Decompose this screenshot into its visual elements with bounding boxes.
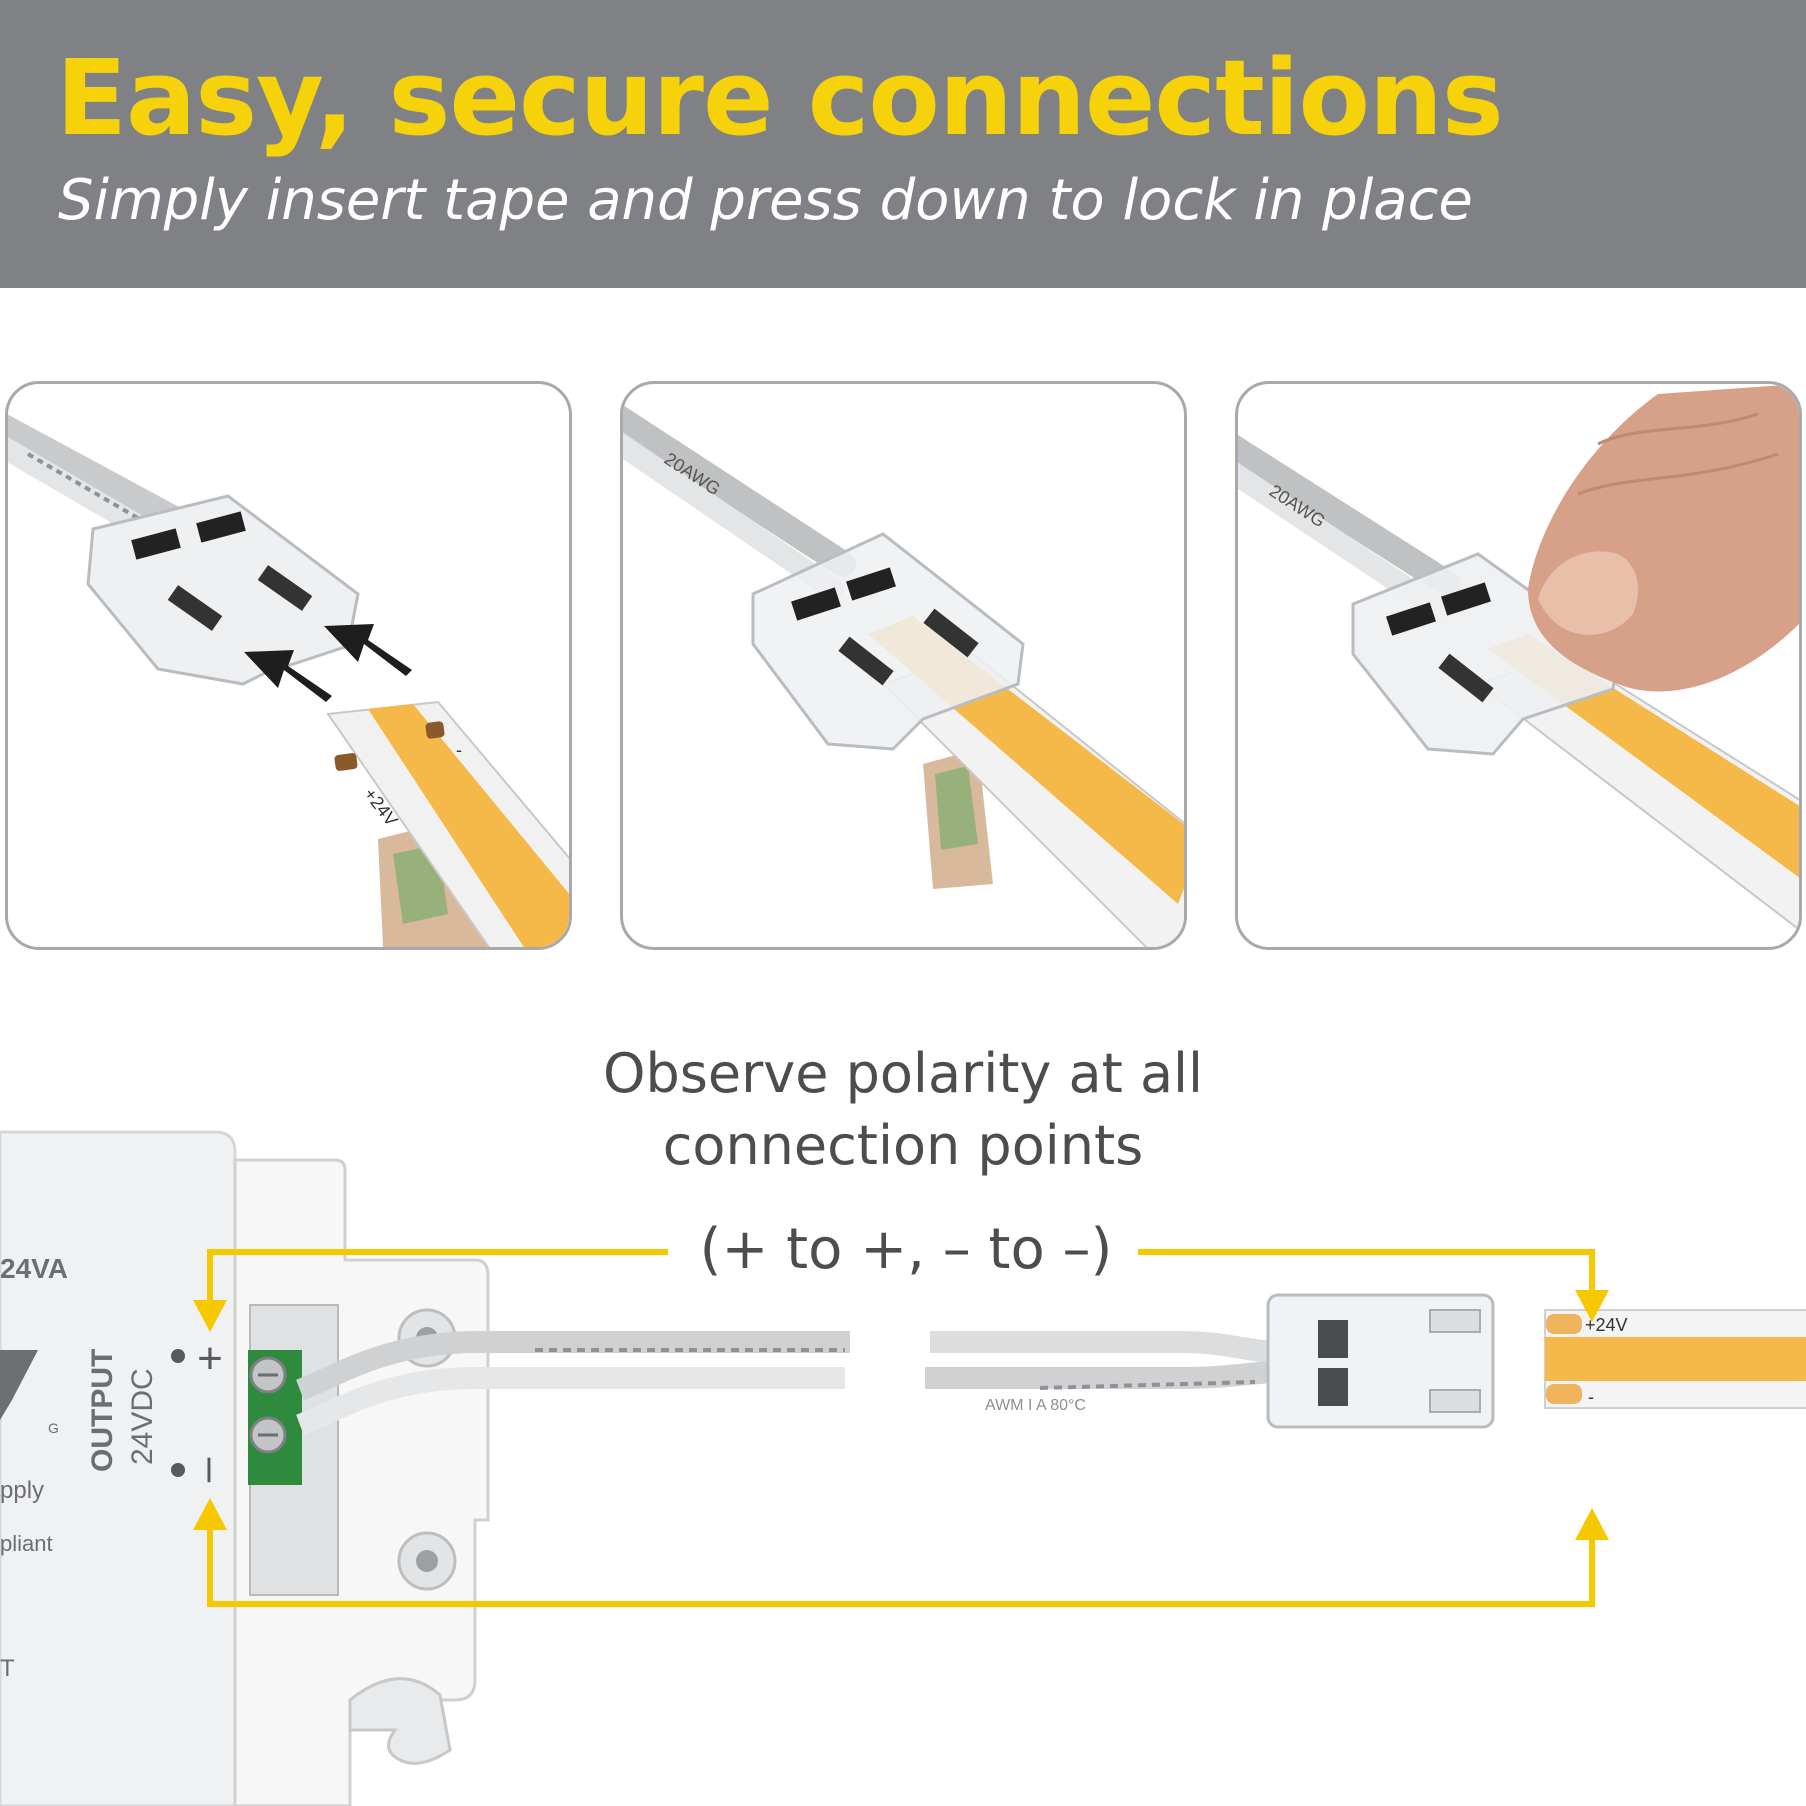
polarity-note-line-1: Observe polarity at all <box>602 1042 1204 1105</box>
cable-mesh <box>26 452 210 561</box>
polarity-note: Observe polarity at all connection point… <box>560 1038 1246 1182</box>
polarity-arrow-minus <box>207 1520 1595 1607</box>
connector-contact-4 <box>257 565 313 611</box>
insert-arrow-left <box>244 650 332 702</box>
tape-minus-label: - <box>456 740 462 760</box>
finger-crease-2 <box>1577 452 1779 496</box>
led-tape-cob <box>1545 1337 1806 1381</box>
tape-pad-minus <box>425 721 445 739</box>
arrowhead-minus-right <box>1575 1508 1609 1540</box>
connector-contact-plus <box>1318 1320 1348 1358</box>
step-2-illustration: 20AWG <box>623 405 1184 947</box>
page-subtitle: Simply insert tape and press down to loc… <box>58 168 1473 233</box>
connector-contact-3 <box>838 636 894 686</box>
minus-dot <box>171 1463 185 1477</box>
step-1-illustration: +24V - <box>8 414 569 947</box>
driver-output-label: OUTPUT <box>86 1349 119 1472</box>
cable-right-upper <box>930 1331 1272 1363</box>
tape-pad-plus <box>334 753 358 771</box>
polarity-arrow-plus-right <box>1138 1249 1595 1298</box>
tape-pad-plus <box>1546 1314 1582 1334</box>
tape-pad-minus <box>1546 1384 1582 1404</box>
header-banner: Easy, secure connections Simply insert t… <box>0 0 1806 288</box>
terminal-minus-symbol: – <box>188 1458 237 1483</box>
connector-contact-2 <box>846 567 896 601</box>
connector-latch-top <box>1429 1309 1481 1333</box>
connector-latch-bottom <box>1429 1389 1481 1413</box>
cable-left-lower <box>296 1367 845 1436</box>
cable-right-mesh <box>1039 1380 1256 1390</box>
adhesive-logo <box>935 766 978 850</box>
plus-dot <box>171 1349 185 1363</box>
step-1-panel: +24V - <box>5 381 572 950</box>
page-title: Easy, secure connections <box>56 37 1504 159</box>
arrowhead-plus-left <box>193 1300 227 1332</box>
brand-logo-mark <box>0 1350 38 1420</box>
wiring-diagram: + – 24VA OUTPUT 24VDC pply pliant T G AW… <box>0 1130 1806 1806</box>
fingernail <box>1538 551 1638 635</box>
polarity-rule: (+ to +, – to –) <box>699 1217 1113 1282</box>
step-3-panel: 20AWG <box>1235 381 1802 950</box>
connector-contact-1 <box>131 528 181 560</box>
cable-lower <box>623 432 844 600</box>
screw-post-bottom-hole <box>416 1550 438 1572</box>
arrowhead-minus-left <box>193 1498 227 1530</box>
cable-left-upper <box>296 1331 850 1401</box>
cable-print: AWM I A 80°C <box>985 1397 1086 1414</box>
connector-contact-1 <box>791 587 841 621</box>
terminal-plus-symbol: + <box>197 1334 223 1383</box>
clear-connector <box>751 532 1025 751</box>
step-2-panel: 20AWG <box>620 381 1187 950</box>
step-3-illustration: 20AWG <box>1238 384 1799 931</box>
connector-contact-3 <box>167 585 223 631</box>
cable-upper <box>1238 434 1461 597</box>
cable-right-lower <box>925 1361 1271 1389</box>
connector-contact-2 <box>196 511 246 543</box>
tape-minus-label: - <box>1588 1387 1594 1407</box>
insert-arrow-right <box>324 624 412 676</box>
cable-upper <box>623 405 856 577</box>
driver-text-pply: pply <box>0 1477 44 1504</box>
driver-text-g: G <box>48 1420 59 1436</box>
connector-contact-2 <box>1441 582 1491 616</box>
tape-plus-label: +24V <box>1585 1315 1628 1335</box>
connector-contact-minus <box>1318 1368 1348 1406</box>
connector-contact-3 <box>1438 653 1494 703</box>
driver-rating: 24VA <box>0 1253 68 1284</box>
finger-crease-1 <box>1597 412 1759 446</box>
polarity-note-line-2: connection points <box>662 1114 1144 1177</box>
driver-text-t: T <box>0 1655 15 1682</box>
mounting-tab <box>348 1677 452 1765</box>
driver-voltage: 24VDC <box>126 1368 159 1465</box>
led-tape-cob <box>368 704 569 947</box>
arrowhead-plus-right <box>1575 1290 1609 1322</box>
connector-contact-4 <box>923 608 979 658</box>
polarity-arrow-plus-left <box>207 1249 668 1310</box>
connector-contact-1 <box>1386 602 1436 636</box>
clear-connector <box>1351 552 1620 756</box>
driver-text-pliant: pliant <box>0 1531 53 1556</box>
